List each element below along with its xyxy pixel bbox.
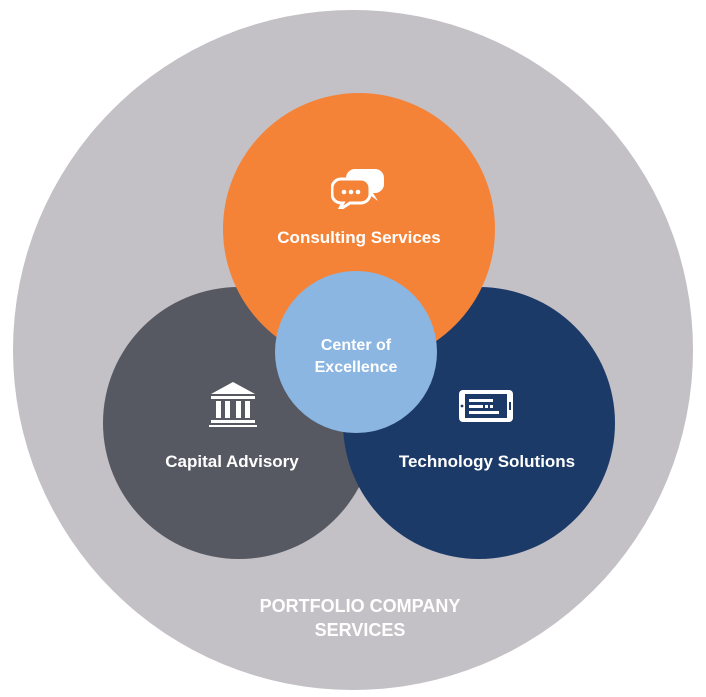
- chat-bubbles-icon: [331, 169, 384, 209]
- consulting-services-label: Consulting Services: [277, 228, 441, 247]
- technology-solutions-label: Technology Solutions: [398, 452, 576, 471]
- portfolio-label-line1: PORTFOLIO COMPANY: [259, 596, 461, 616]
- tablet-device-icon: [459, 390, 513, 422]
- capital-advisory-label: Capital Advisory: [165, 452, 299, 471]
- center-of-excellence-circle: [275, 271, 437, 433]
- center-of-excellence-label: Center of Excellence: [275, 335, 437, 379]
- portfolio-company-services-label: PORTFOLIO COMPANY SERVICES: [160, 594, 560, 642]
- portfolio-label-line2: SERVICES: [314, 620, 406, 640]
- center-label-line1: Center of: [320, 337, 392, 354]
- bank-building-icon: [209, 382, 257, 427]
- center-label-line2: Excellence: [314, 359, 398, 376]
